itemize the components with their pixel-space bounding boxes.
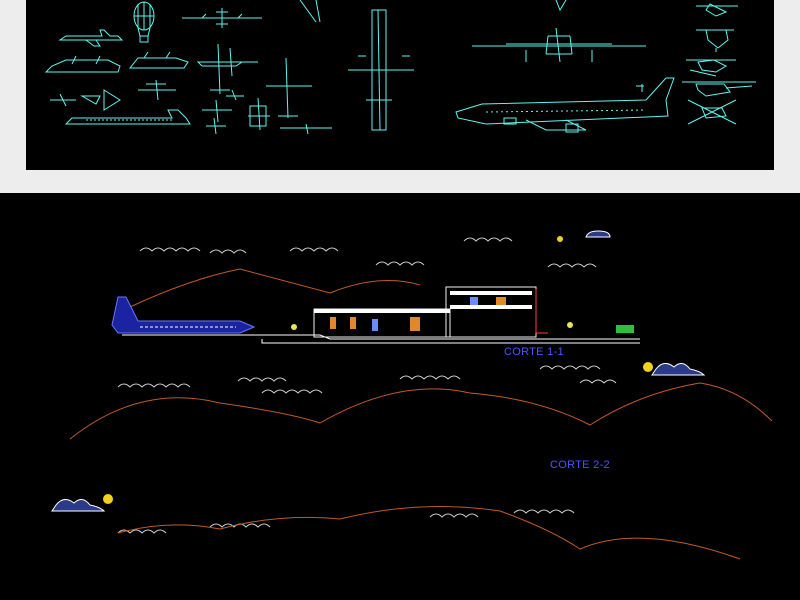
jet-icon [50, 89, 121, 111]
hot-air-balloon-icon [133, 1, 155, 43]
airplane-icon [111, 296, 256, 334]
airplane-icon [128, 51, 189, 69]
airplane-icon [455, 77, 675, 133]
helicopter-icon [686, 59, 736, 77]
aircraft-library-drawing [44, 0, 756, 135]
helicopter-icon [696, 29, 734, 52]
airplane-icon [280, 123, 332, 135]
airplane-icon [138, 79, 176, 101]
airplane-icon [204, 47, 258, 77]
jet-icon [64, 109, 191, 125]
jet-icon [299, 0, 321, 23]
jet-icon [58, 29, 124, 47]
airplane-icon [266, 57, 312, 119]
airplane-icon [182, 8, 262, 28]
airplane-icon [202, 89, 244, 123]
helicopter-icon [682, 81, 756, 97]
airplane-icon [472, 0, 646, 63]
airplane-icon [44, 55, 121, 73]
jet-icon [196, 43, 244, 95]
cloud-icon [51, 230, 706, 512]
helicopter-icon [696, 3, 738, 17]
sun-icon [103, 236, 653, 504]
helicopter-icon [687, 99, 737, 125]
airport-sections-drawing [51, 230, 773, 560]
airport-sections-panel: CORTE 1-1 CORTE 2-2 [0, 193, 800, 600]
section-corte-1-1 [111, 286, 640, 344]
section-label-corte-2-2: CORTE 2-2 [550, 459, 610, 471]
mountain-outline [69, 268, 773, 560]
airplane-icon [348, 9, 414, 131]
aircraft-library-panel [26, 0, 774, 170]
section-label-corte-1-1: CORTE 1-1 [504, 346, 564, 358]
airplane-icon [206, 117, 226, 135]
airplane-icon [248, 97, 270, 131]
